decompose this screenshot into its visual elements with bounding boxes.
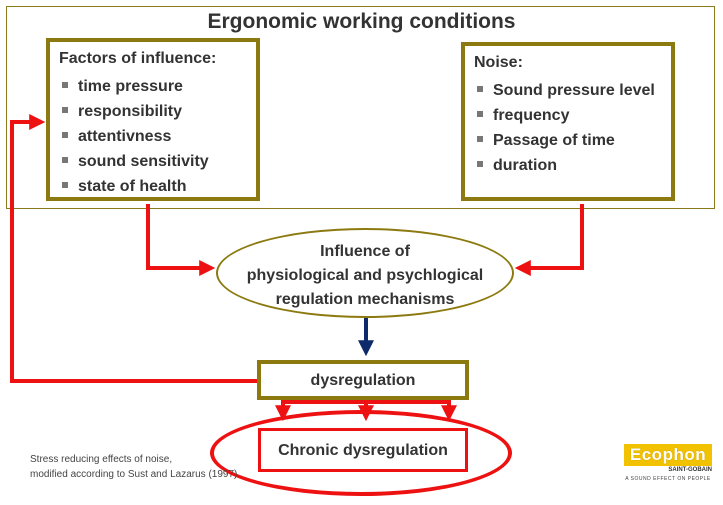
bullet-square-icon <box>62 181 68 188</box>
list-item: duration <box>465 153 671 178</box>
chronic-dysregulation-box <box>258 428 468 472</box>
chronic-dysregulation-label: Chronic dysregulation <box>278 442 448 459</box>
bullet-square-icon <box>477 85 483 92</box>
dysregulation-box <box>257 360 469 400</box>
factors-list: time pressure responsibility attentivnes… <box>50 74 256 199</box>
red-arrow-icon <box>146 204 216 276</box>
red-arrow-icon <box>514 204 584 276</box>
bullet-square-icon <box>62 156 68 163</box>
bullet-square-icon <box>477 160 483 167</box>
noise-list: Sound pressure level frequency Passage o… <box>465 78 671 178</box>
bullet-square-icon <box>62 131 68 138</box>
list-item: frequency <box>465 103 671 128</box>
bullet-square-icon <box>477 135 483 142</box>
bullet-square-icon <box>62 106 68 113</box>
noise-box: Noise: Sound pressure level frequency Pa… <box>461 42 675 201</box>
list-item: attentivness <box>50 124 256 149</box>
bullet-square-icon <box>62 81 68 88</box>
list-item: responsibility <box>50 99 256 124</box>
red-arrow-icon <box>10 114 257 383</box>
factors-heading: Factors of influence: <box>59 50 217 67</box>
regulation-label: Influence of physiological and psychlogi… <box>246 243 484 308</box>
noise-heading: Noise: <box>474 54 523 71</box>
list-item: Sound pressure level <box>465 78 671 103</box>
ecophon-logo: Ecophon SAINT-GOBAIN A SOUND EFFECT ON P… <box>624 444 712 482</box>
list-item: time pressure <box>50 74 256 99</box>
bullet-square-icon <box>477 110 483 117</box>
factors-box: Factors of influence: time pressure resp… <box>46 38 260 201</box>
source-caption: Stress reducing effects of noise, modifi… <box>30 454 238 480</box>
diagram-title: Ergonomic working conditions <box>207 10 516 33</box>
chronic-highlight-ellipse <box>210 410 512 496</box>
logo-tagline: A SOUND EFFECT ON PEOPLE <box>625 476 711 482</box>
regulation-ellipse <box>216 228 514 318</box>
logo-brand: Ecophon <box>624 444 712 466</box>
ergonomic-conditions-frame <box>6 6 715 209</box>
dysregulation-label: dysregulation <box>310 372 416 389</box>
list-item: Passage of time <box>465 128 671 153</box>
list-item: state of health <box>50 174 256 199</box>
logo-sub: SAINT-GOBAIN <box>668 467 712 473</box>
list-item: sound sensitivity <box>50 149 256 174</box>
